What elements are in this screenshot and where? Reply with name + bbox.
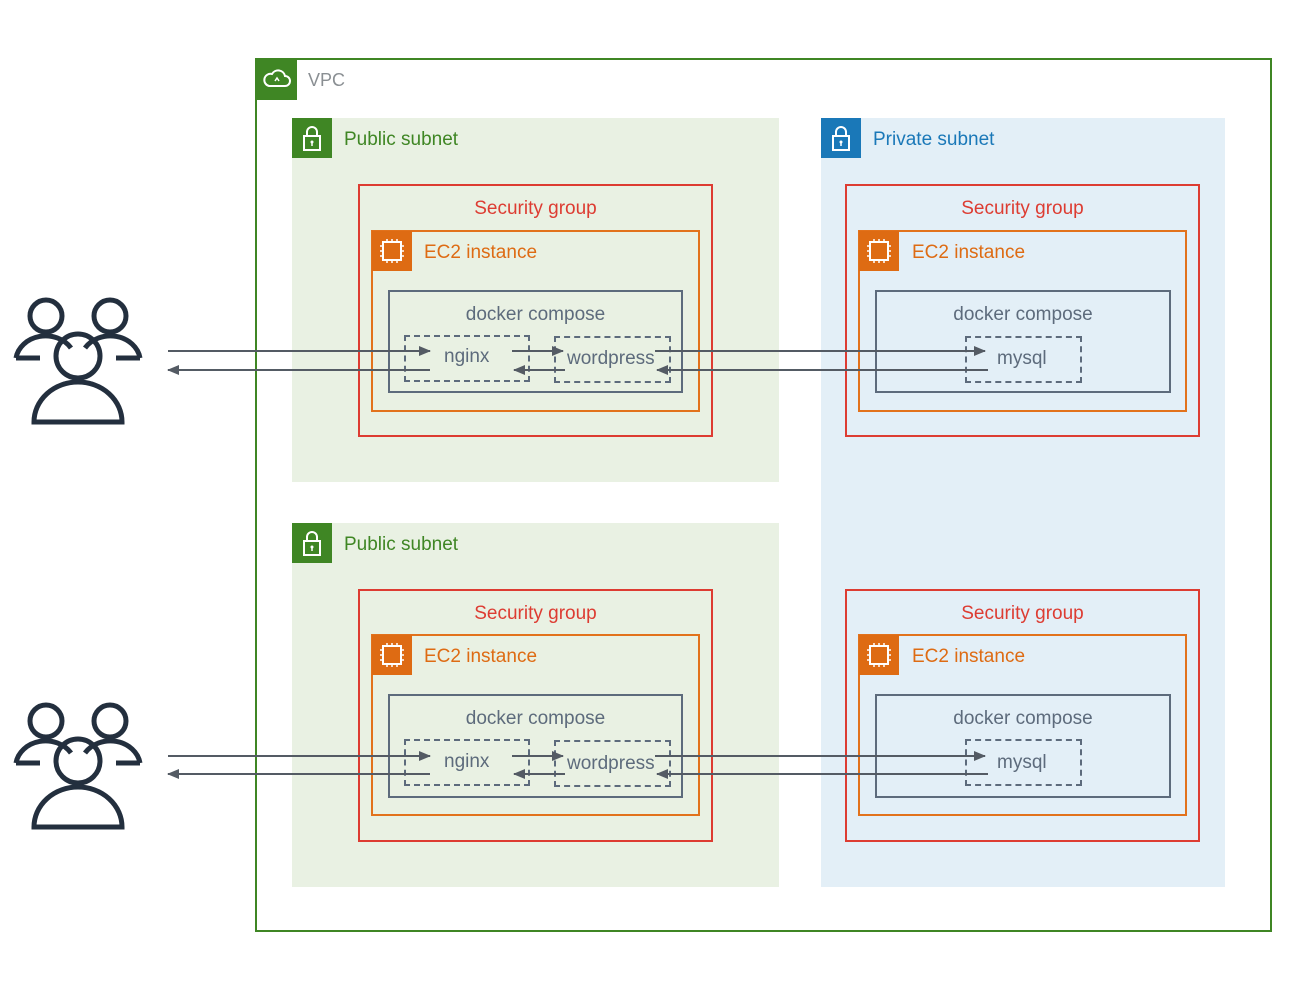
docker-compose: docker compose: [388, 694, 683, 798]
ec2-instance-label: EC2 instance: [424, 242, 538, 263]
mysql-label: mysql: [997, 348, 1047, 369]
vpc-label: VPC: [308, 70, 346, 90]
padlock-icon: [292, 118, 332, 158]
security-group: Security group: [845, 184, 1200, 437]
chip-icon: [859, 635, 899, 675]
security-group-label: Security group: [474, 603, 597, 624]
ec2-instance: [371, 230, 700, 412]
public-subnet-top: [292, 118, 779, 482]
wordpress-label: wordpress: [567, 753, 655, 774]
chip-icon: [372, 635, 412, 675]
docker-compose: docker compose: [388, 290, 683, 393]
chip-icon: [372, 231, 412, 271]
docker-compose-label: docker compose: [953, 708, 1093, 729]
mysql-label: mysql: [997, 752, 1047, 773]
users-icon: [12, 697, 144, 832]
nginx-label: nginx: [444, 346, 490, 367]
ec2-instance-label: EC2 instance: [912, 646, 1026, 667]
ec2-instance-label: EC2 instance: [424, 646, 538, 667]
private-subnet-label: Private subnet: [873, 129, 995, 150]
security-group: Security group: [845, 589, 1200, 842]
security-group-label: Security group: [961, 603, 1084, 624]
mysql-service: [965, 739, 1082, 786]
docker-compose: docker compose: [875, 694, 1171, 798]
docker-compose-label: docker compose: [953, 304, 1093, 325]
chip-icon: [859, 231, 899, 271]
docker-compose: docker compose: [875, 290, 1171, 393]
nginx-service: [404, 739, 530, 786]
docker-compose-label: docker compose: [465, 304, 606, 325]
public-subnet-bottom: [292, 523, 779, 887]
mysql-service: [965, 336, 1082, 383]
security-group-label: Security group: [474, 198, 597, 219]
public-subnet-bottom-label: Public subnet: [344, 534, 459, 555]
padlock-icon: [821, 118, 861, 158]
wordpress-service: [554, 740, 671, 787]
ec2-instance: [858, 634, 1187, 816]
docker-compose-label: docker compose: [465, 708, 606, 729]
cloud-icon: [257, 60, 297, 100]
ec2-instance: [371, 634, 700, 816]
security-group: Security group: [358, 184, 713, 437]
wordpress-service: [554, 336, 671, 383]
public-subnet-top-label: Public subnet: [344, 129, 459, 150]
nginx-service: [404, 335, 530, 382]
vpc-container: [255, 58, 1272, 932]
ec2-instance-label: EC2 instance: [912, 242, 1026, 263]
security-group: Security group: [358, 589, 713, 842]
ec2-instance: [858, 230, 1187, 412]
nginx-label: nginx: [444, 751, 490, 772]
wordpress-label: wordpress: [567, 348, 655, 369]
users-icon: [12, 292, 144, 427]
padlock-icon: [292, 523, 332, 563]
security-group-label: Security group: [961, 198, 1084, 219]
